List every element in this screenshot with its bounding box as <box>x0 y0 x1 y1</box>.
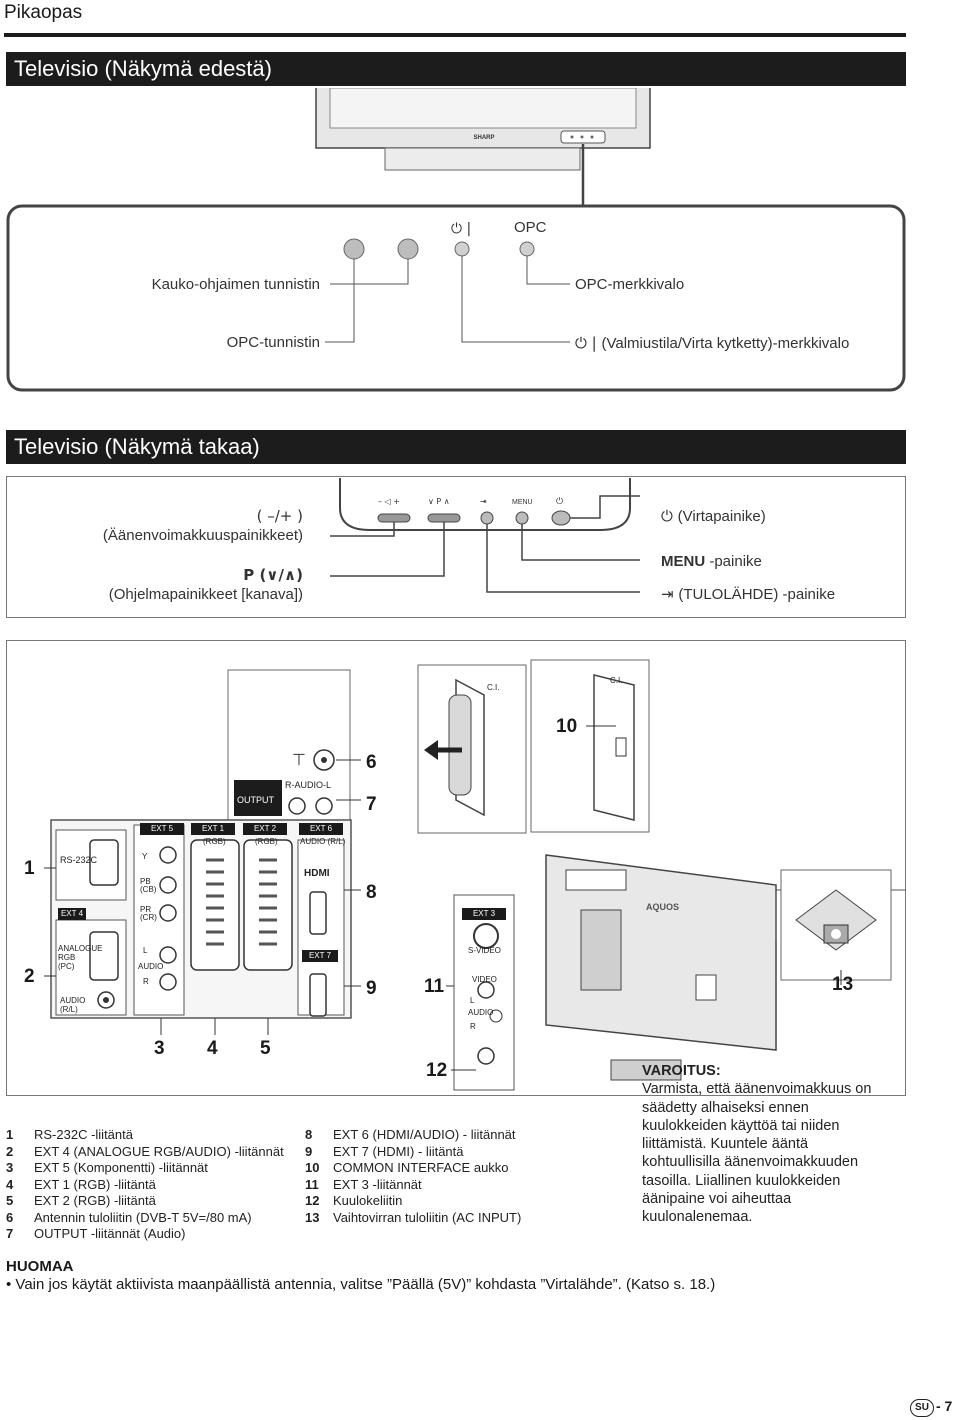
note-title: HUOMAA <box>6 1258 74 1275</box>
callout-4: 4 <box>207 1038 218 1059</box>
y-label: Y <box>142 852 148 861</box>
callout-7: 7 <box>366 794 377 815</box>
aquos-logo: AQUOS <box>646 902 679 912</box>
ext3-r-label: R <box>470 1022 476 1031</box>
callout-10: 10 <box>556 716 578 737</box>
volume-strip-label: – ◁ + <box>378 497 400 506</box>
ext4-tab: EXT 4 <box>58 908 86 920</box>
ext1-sub-label: (RGB) <box>203 837 226 846</box>
opc-indicator-label: OPC-merkkivalo <box>575 276 685 293</box>
program-strip-label: ∨ P ∧ <box>428 497 450 506</box>
pb-label: PB (CB) <box>140 877 157 894</box>
opc-label: OPC <box>514 219 547 236</box>
audio-label: AUDIO <box>138 962 164 971</box>
audio-rl-label: R-AUDIO-L <box>285 780 332 790</box>
callout-9: 9 <box>366 978 377 999</box>
ext2-sub-label: (RGB) <box>255 837 278 846</box>
ext7-tab: EXT 7 <box>302 950 338 962</box>
warning-text: Varmista, että äänenvoimakkuus on säädet… <box>642 1081 872 1226</box>
power-button-label: ⏻ (Virtapainike) <box>661 507 766 525</box>
program-symbol: P (∨/∧) <box>243 566 303 584</box>
input-button-label: ⇥ (TULOLÄHDE) -painike <box>661 585 836 603</box>
svideo-label: S-VIDEO <box>468 946 501 955</box>
front-section-title: Televisio (Näkymä edestä) <box>6 52 906 86</box>
program-buttons-label: P (∨/∧) (Ohjelmapainikkeet [kanava]) <box>108 566 303 603</box>
callout-3: 3 <box>154 1038 165 1059</box>
bullet-icon: • <box>6 1276 16 1293</box>
ext3-l-label: L <box>470 996 475 1005</box>
tv-front-illustration: SHARP ⏻ | <box>6 88 906 392</box>
header-rule <box>4 33 906 37</box>
ci-label-right: C.I. <box>610 676 623 685</box>
power-button-icon: ⏻ <box>661 507 678 525</box>
opc-sensor-label: OPC-tunnistin <box>226 334 320 351</box>
ext6-tab: EXT 6 <box>299 823 343 835</box>
callout-6: 6 <box>366 752 377 773</box>
page-header: Pikaopas <box>4 2 83 23</box>
volume-symbol: ( –/+ ) <box>256 507 303 525</box>
antenna-icon: ⊤ <box>292 750 306 769</box>
rear-button-strip: – ◁ + ∨ P ∧ ⇥ MENU ⏻ <box>330 478 640 593</box>
power-indicator-label: ⏻ | (Valmiustila/Virta kytketty)-merkkiv… <box>575 334 850 352</box>
audio-rl2-label: AUDIO (R/L) <box>60 996 86 1014</box>
rear-section-title: Televisio (Näkymä takaa) <box>6 430 906 464</box>
power-symbol-icon: ⏻ | <box>451 221 471 237</box>
rs232c-label: RS-232C <box>60 855 98 865</box>
hdmi-logo: HDMI <box>304 868 330 879</box>
connector-panel-illustration: ⊤ AQUOS <box>44 659 906 1091</box>
ext3-tab: EXT 3 <box>462 908 506 920</box>
power-icon: ⏻ | <box>575 334 602 352</box>
output-label: OUTPUT <box>237 795 274 805</box>
remote-sensor-label: Kauko-ohjaimen tunnistin <box>151 276 320 293</box>
pr-label: PR (CR) <box>140 905 157 922</box>
callout-12: 12 <box>426 1060 448 1081</box>
language-badge: SU <box>910 1399 934 1417</box>
ext1-tab: EXT 1 <box>191 823 235 835</box>
brand-logo: SHARP <box>473 135 494 141</box>
input-icon: ⇥ <box>661 585 679 603</box>
callout-1: 1 <box>24 858 35 879</box>
ext6-sub-label: AUDIO (R/L) <box>300 837 346 846</box>
callout-11: 11 <box>424 976 445 997</box>
warning-title: VAROITUS: <box>642 1063 721 1079</box>
ext5-tab: EXT 5 <box>140 823 184 835</box>
power-strip-label: ⏻ <box>556 496 563 507</box>
r-label: R <box>143 977 149 986</box>
callout-13: 13 <box>832 974 854 995</box>
page-number: - 7 <box>936 1398 953 1414</box>
input-strip-label: ⇥ <box>480 497 487 506</box>
ci-label-left: C.I. <box>487 683 500 692</box>
volume-buttons-label: ( –/+ ) (Äänenvoimakkuuspainikkeet) <box>102 507 303 544</box>
note-bullet: • Vain jos käytät aktiivista maanpäällis… <box>6 1276 716 1293</box>
callout-2: 2 <box>24 966 35 987</box>
callout-5: 5 <box>260 1038 271 1059</box>
l-label: L <box>143 946 148 955</box>
rear-buttons-panel <box>6 476 906 618</box>
connector-panel-frame <box>6 640 906 1096</box>
ext2-tab: EXT 2 <box>243 823 287 835</box>
ext3-audio-label: AUDIO <box>468 1008 494 1017</box>
menu-strip-label: MENU <box>512 499 533 506</box>
menu-button-label: MENU -painike <box>661 553 762 570</box>
video-label: VIDEO <box>472 975 497 984</box>
callout-8: 8 <box>366 882 377 903</box>
warning-box: VAROITUS: Varmista, että äänenvoimakkuus… <box>642 1062 888 1227</box>
analogue-rgb-label: ANALOGUE RGB (PC) <box>58 944 103 971</box>
